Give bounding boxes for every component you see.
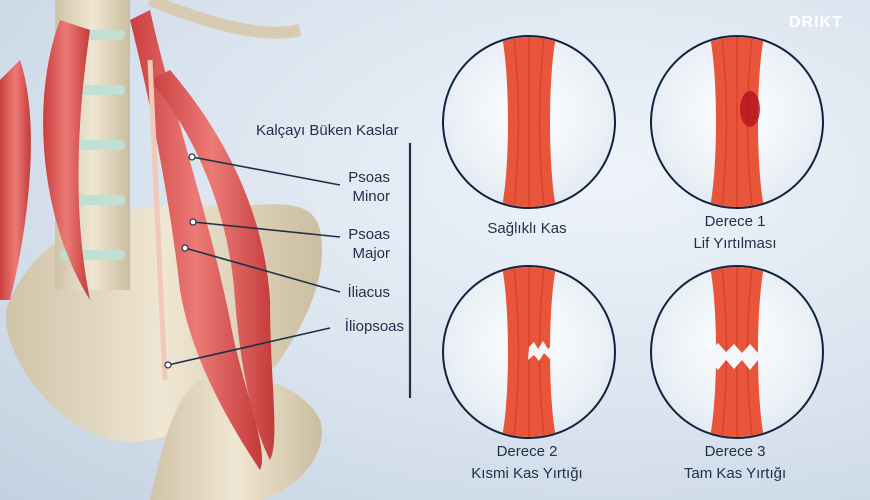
caption-line: Derece 1	[704, 213, 766, 230]
caption-grade3: Derece 3 Tam Kas Yırtığı	[635, 441, 835, 485]
label-line: Psoas	[348, 226, 390, 243]
caption-line: Lif Yırtılması	[693, 235, 777, 252]
caption-line: Tam Kas Yırtığı	[683, 465, 787, 482]
healthy-muscle-graphic	[502, 37, 556, 207]
caption-line: Derece 3	[704, 443, 766, 460]
grade2-muscle-graphic	[502, 267, 556, 437]
caption-line: Derece 2	[496, 443, 558, 460]
caption-line: Kısmi Kas Yırtığı	[471, 465, 583, 482]
caption-healthy: Sağlıklı Kas	[427, 218, 627, 240]
label-psoas-major: Psoas Major	[300, 225, 390, 263]
label-psoas-minor: Psoas Minor	[300, 168, 390, 206]
grade1-muscle-graphic	[710, 37, 764, 207]
caption-grade1: Derece 1 Lif Yırtılması	[635, 211, 835, 255]
group-title: Kalçayı Büken Kaslar	[256, 122, 399, 139]
muscle-circle-grade1	[650, 35, 824, 209]
caption-line: Sağlıklı Kas	[487, 220, 567, 237]
label-iliacus: İliacus	[347, 284, 390, 301]
muscle-circle-healthy	[442, 35, 616, 209]
grade3-muscle-graphic	[692, 267, 782, 437]
label-iliopsoas: İliopsoas	[344, 318, 404, 335]
label-line: Major	[352, 245, 390, 262]
caption-grade2: Derece 2 Kısmi Kas Yırtığı	[427, 441, 627, 485]
label-line: Minor	[352, 188, 390, 205]
brand-logo: DRIKT	[789, 14, 843, 31]
muscle-circle-grade2	[442, 265, 616, 439]
label-line: Psoas	[348, 169, 390, 186]
muscle-circle-grade3	[650, 265, 824, 439]
